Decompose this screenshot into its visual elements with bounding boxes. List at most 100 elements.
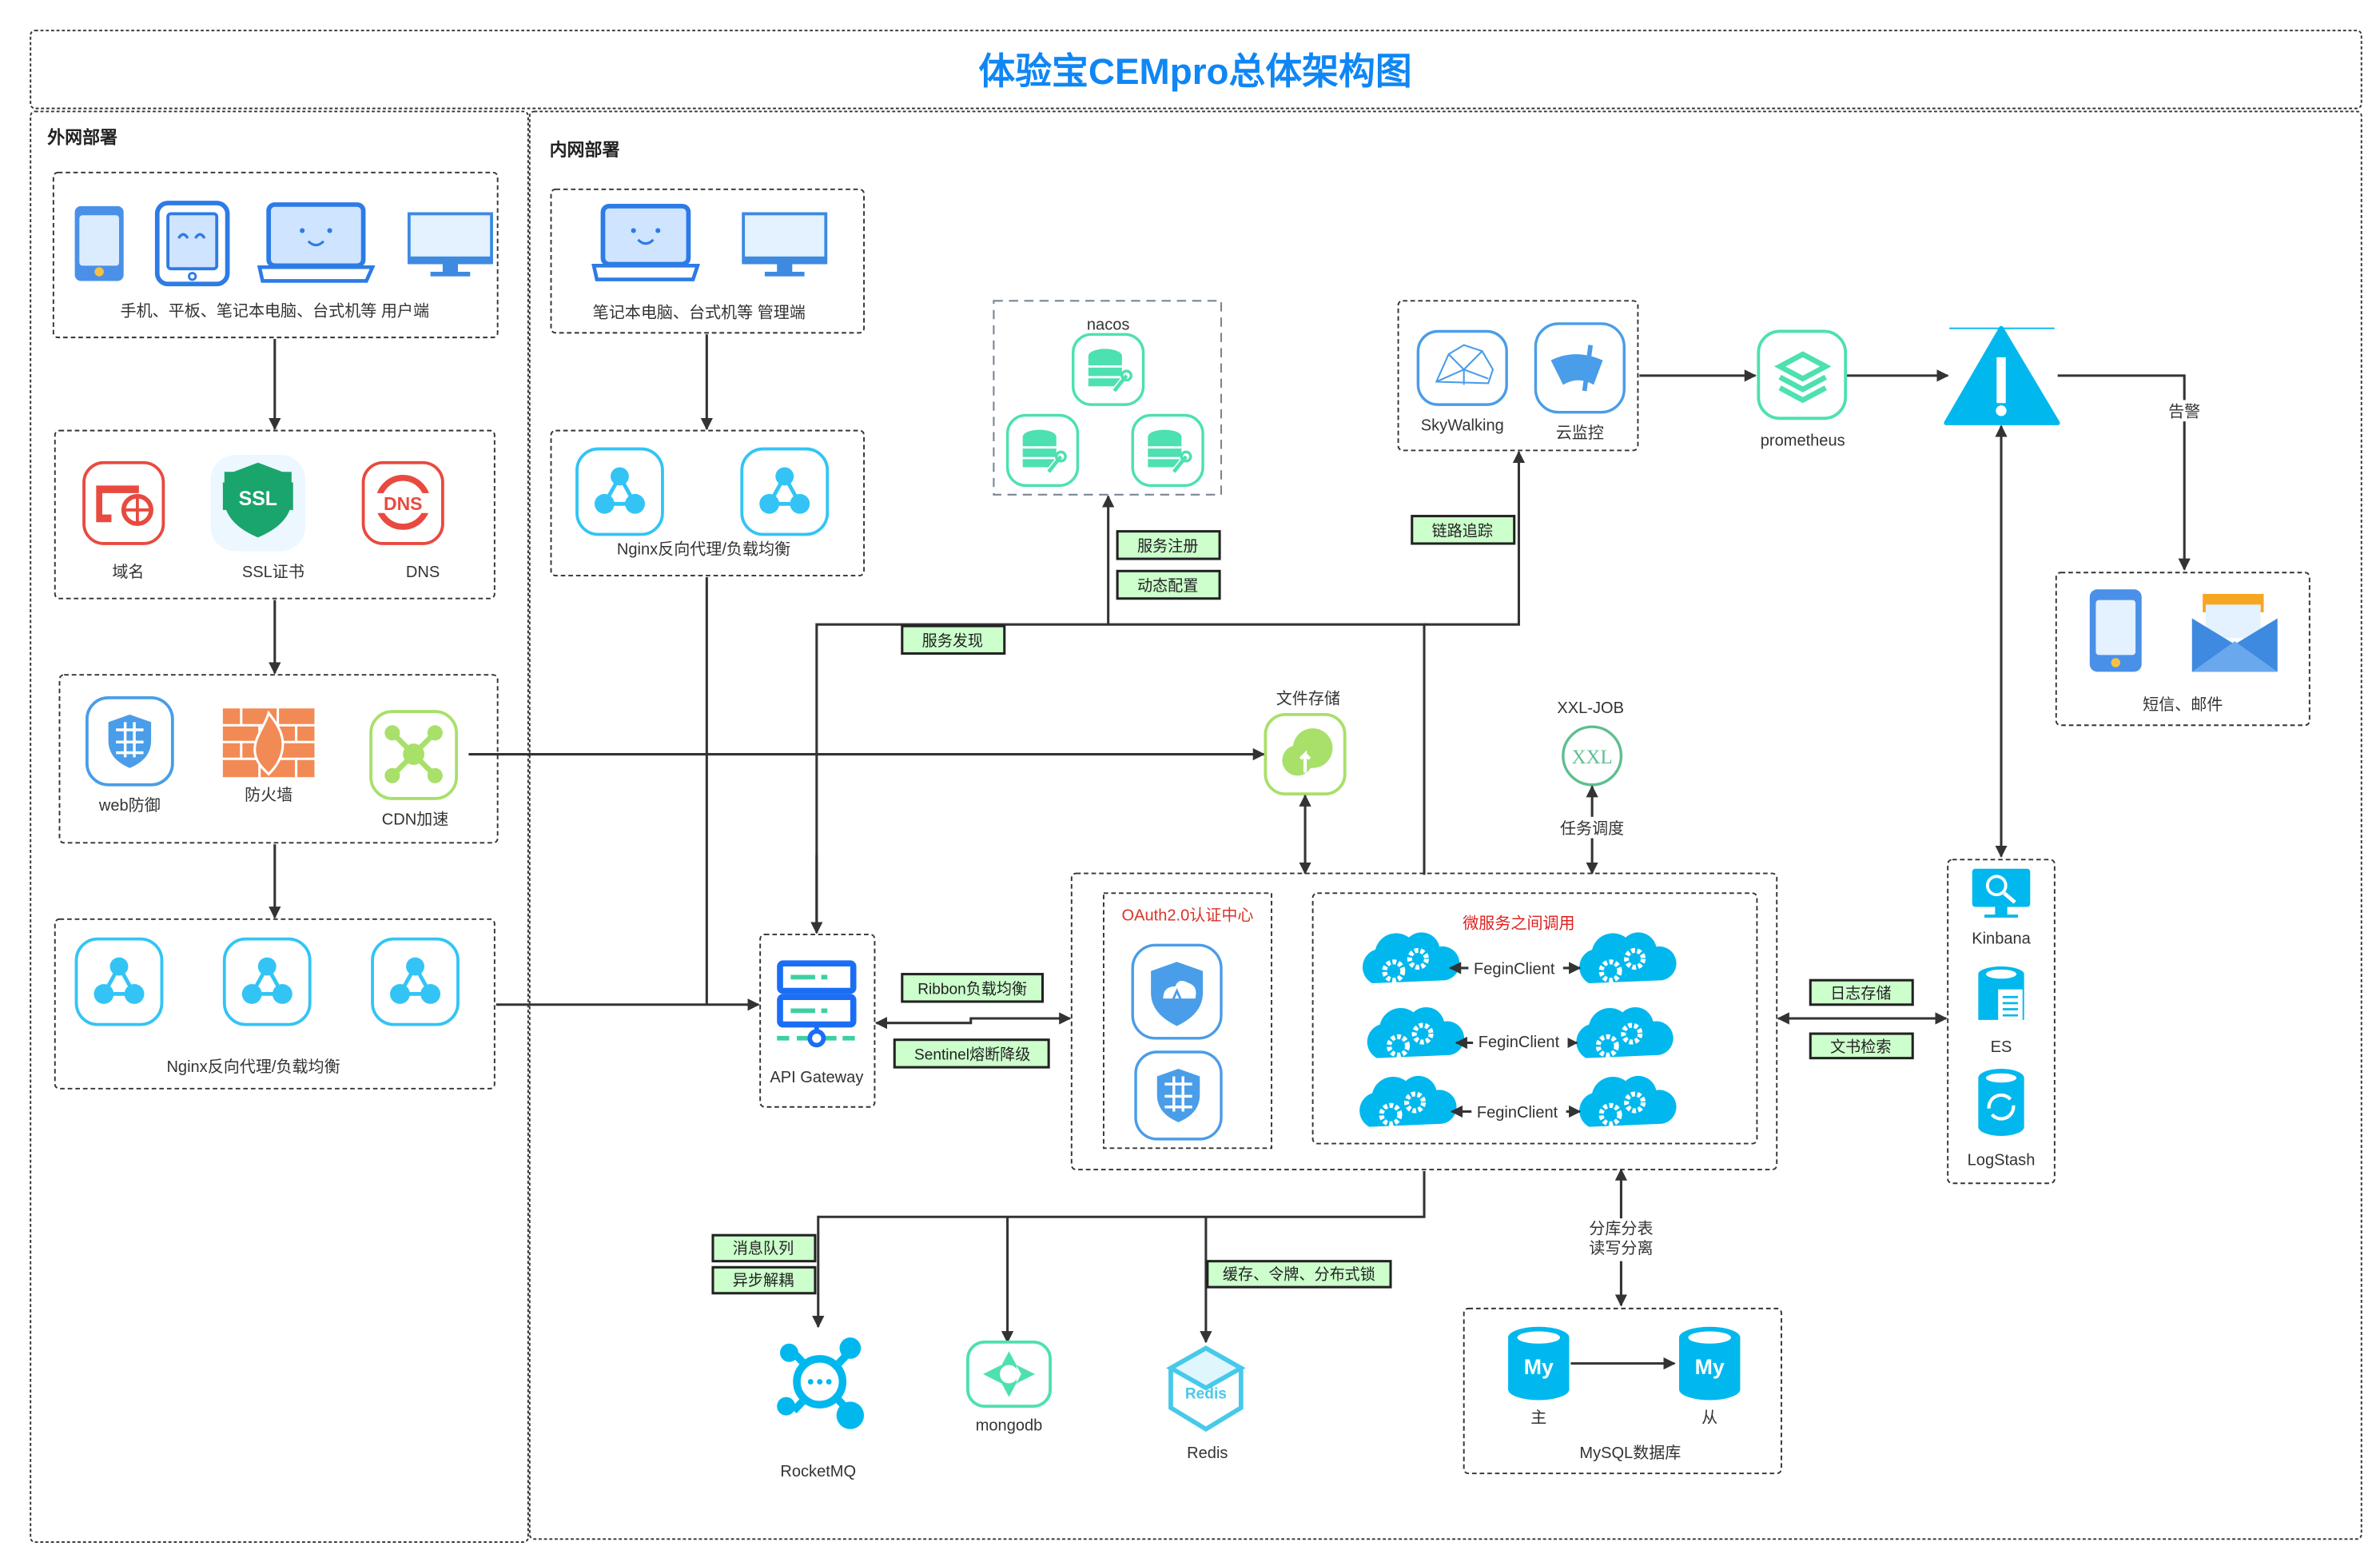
- dns-label: DNS: [406, 564, 440, 581]
- nginx-icon: [742, 449, 827, 535]
- svg-text:消息队列: 消息队列: [733, 1240, 794, 1257]
- phone-icon: [74, 205, 124, 281]
- api-gateway-group: [759, 933, 876, 1108]
- nacos-node-icon: [1132, 416, 1203, 486]
- tag-sentinel: Sentinel熔断降级: [893, 1038, 1050, 1069]
- monitoring-group: [1397, 300, 1639, 452]
- tag-async-decouple: 异步解耦: [711, 1265, 817, 1295]
- firewall-label: 防火墙: [245, 786, 293, 804]
- microservice-icon: [1576, 1007, 1673, 1058]
- feign-client-label: FeginClient: [1479, 1034, 1560, 1051]
- skywalking-icon: [1416, 329, 1508, 406]
- laptop-icon: [257, 202, 376, 283]
- tag-service-discovery: 服务发现: [901, 624, 1006, 655]
- es-label: ES: [1991, 1038, 2012, 1056]
- notification-label: 短信、邮件: [2143, 695, 2223, 714]
- tablet-icon: [154, 201, 230, 287]
- mongodb-label: mongodb: [976, 1417, 1043, 1435]
- svg-text:异步解耦: 异步解耦: [733, 1272, 794, 1289]
- email-icon: [2191, 593, 2278, 672]
- tag-ribbon: Ribbon负载均衡: [901, 973, 1045, 1003]
- prometheus-label: prometheus: [1761, 432, 1845, 450]
- svg-text:服务发现: 服务发现: [922, 632, 983, 650]
- title-frame: [30, 30, 2362, 110]
- user-clients-group: [52, 171, 499, 339]
- sms-phone-icon: [2089, 589, 2142, 672]
- cloud-monitor-icon: [1534, 322, 1626, 414]
- tag-cache: 缓存、令牌、分布式锁: [1206, 1260, 1392, 1289]
- rocketmq-icon: [777, 1337, 865, 1429]
- oauth-firewall-icon: [1134, 1050, 1223, 1141]
- nacos-node-icon: [1073, 334, 1144, 404]
- nacos-group: [993, 300, 1223, 496]
- microservice-icon: [1579, 932, 1676, 983]
- alert-label: 告警: [2168, 402, 2200, 420]
- oauth-shield-icon: [1131, 943, 1223, 1040]
- svg-text:日志存储: 日志存储: [1830, 985, 1891, 1002]
- svg-text:Redis: Redis: [1185, 1386, 1227, 1403]
- nginx-icon: [77, 939, 162, 1025]
- microservices-group: [1311, 892, 1758, 1145]
- external-zone-frame: [30, 110, 529, 1544]
- xxljob-label: XXL-JOB: [1557, 699, 1624, 717]
- feign-client-label: FeginClient: [1477, 1104, 1558, 1122]
- mysql-logo-text: My: [1524, 1355, 1554, 1379]
- api-gateway-icon: [777, 960, 857, 1048]
- tag-dynamic-config: 动态配置: [1116, 569, 1221, 600]
- internal-zone-label: 内网部署: [550, 140, 620, 160]
- ssl-certificate-label: SSL证书: [242, 563, 304, 581]
- svg-text:缓存、令牌、分布式锁: 缓存、令牌、分布式锁: [1223, 1266, 1375, 1284]
- domain-label: 域名: [112, 563, 144, 581]
- oauth-label: OAuth2.0认证中心: [1122, 907, 1254, 925]
- mysql-group: [1463, 1307, 1782, 1475]
- ssl-certificate-icon: SSL: [210, 455, 306, 552]
- tag-service-register: 服务注册: [1116, 530, 1221, 560]
- cdn-icon: [369, 710, 459, 800]
- laptop-icon: [591, 203, 701, 281]
- xxljob-icon: XXL: [1562, 725, 1623, 787]
- tag-message-queue: 消息队列: [711, 1233, 817, 1263]
- services-container: [1070, 872, 1778, 1171]
- security-group: [58, 674, 499, 844]
- kibana-label: Kinbana: [1972, 930, 2031, 947]
- page-title: 体验宝CEMpro总体架构图: [978, 51, 1411, 92]
- logstash-icon: [1978, 1069, 2024, 1137]
- svg-text:Sentinel熔断降级: Sentinel熔断降级: [914, 1046, 1030, 1064]
- svg-text:动态配置: 动态配置: [1137, 577, 1198, 595]
- elk-group: [1947, 859, 2056, 1185]
- microservice-icon: [1579, 1076, 1676, 1127]
- domain-icon: [82, 460, 165, 545]
- tag-doc-search: 文书检索: [1809, 1032, 1914, 1060]
- microservice-icon: [1367, 1007, 1464, 1058]
- svg-text:文书检索: 文书检索: [1830, 1038, 1891, 1056]
- cdn-label: CDN加速: [382, 810, 449, 828]
- svg-text:SSL: SSL: [239, 488, 277, 510]
- mysql-master-label: 主: [1530, 1409, 1546, 1427]
- external-nginx-group: [54, 918, 496, 1090]
- svg-text:服务注册: 服务注册: [1137, 538, 1198, 556]
- firewall-icon: [222, 708, 315, 778]
- read-write-split-label: 读写分离: [1589, 1239, 1653, 1257]
- dns-icon: DNS: [361, 460, 444, 545]
- redis-label: Redis: [1187, 1444, 1228, 1462]
- microservice-icon: [1359, 1076, 1456, 1127]
- mysql-logo-text: My: [1695, 1355, 1725, 1379]
- microservice-icon: [1363, 932, 1459, 983]
- external-nginx-label: Nginx反向代理/负载均衡: [166, 1058, 340, 1076]
- kibana-icon: [1972, 868, 2031, 918]
- mysql-slave-label: 从: [1701, 1409, 1717, 1427]
- svg-text:DNS: DNS: [384, 493, 422, 514]
- internal-zone-frame: [528, 110, 2362, 1540]
- feign-client-label: FeginClient: [1474, 961, 1555, 978]
- nginx-icon: [225, 939, 310, 1025]
- internal-nginx-group: [550, 429, 866, 577]
- svg-text:Ribbon负载均衡: Ribbon负载均衡: [917, 980, 1027, 998]
- rocketmq-label: RocketMQ: [780, 1463, 856, 1480]
- prometheus-icon: [1757, 329, 1848, 420]
- logstash-label: LogStash: [1968, 1151, 2036, 1169]
- svg-text:链路追踪: 链路追踪: [1432, 522, 1493, 540]
- admin-clients-label: 笔记本电脑、台式机等 管理端: [593, 303, 806, 321]
- redis-icon: Redis: [1166, 1345, 1246, 1433]
- tag-trace: 链路追踪: [1411, 515, 1516, 545]
